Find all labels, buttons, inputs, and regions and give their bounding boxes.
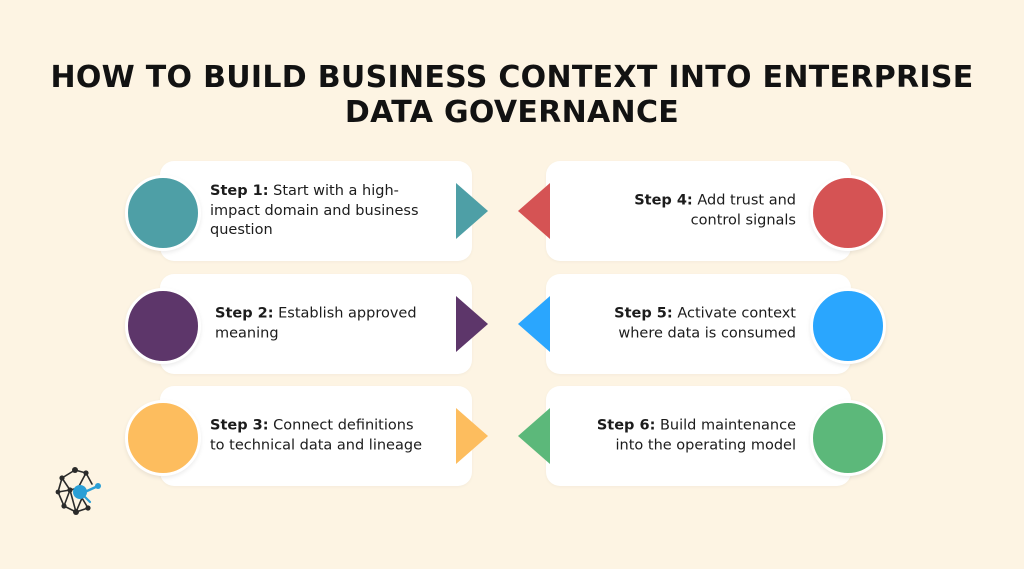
- step-card-3: Step 3: Connect definitions to technical…: [160, 386, 472, 486]
- step-2-arrow-icon: [456, 296, 488, 352]
- step-card-2: Step 2: Establish approved meaning: [160, 274, 472, 374]
- step-5-arrow-icon: [518, 296, 550, 352]
- step-1-description: Start with a high-impact domain and busi…: [210, 182, 419, 238]
- step-2-text: Step 2: Establish approved meaning: [215, 305, 430, 344]
- title-line-2: DATA GOVERNANCE: [344, 95, 680, 130]
- step-6-arrow-icon: [518, 408, 550, 464]
- page-title: HOW TO BUILD BUSINESS CONTEXT INTO ENTER…: [0, 60, 1024, 130]
- step-1-text: Step 1: Start with a high-impact domain …: [210, 182, 438, 241]
- step-card-5: Step 5: Activate context where data is c…: [546, 274, 851, 374]
- step-6-label: Step 6:: [596, 417, 656, 434]
- step-2-circle: [125, 288, 201, 364]
- step-5-circle: [810, 288, 886, 364]
- step-1-label: Step 1:: [210, 182, 269, 199]
- step-6-description: Build maintenance into the operating mod…: [615, 417, 797, 454]
- step-6-text: Step 6: Build maintenance into the opera…: [581, 417, 796, 456]
- step-card-1: Step 1: Start with a high-impact domain …: [160, 161, 472, 261]
- step-3-circle: [125, 400, 201, 476]
- step-1-circle: [125, 175, 201, 251]
- step-2-description: Establish approved meaning: [215, 305, 417, 342]
- step-card-4: Step 4: Add trust and control signals: [546, 161, 851, 261]
- step-1-arrow-icon: [456, 183, 488, 239]
- step-2-label: Step 2:: [215, 305, 274, 322]
- step-3-arrow-icon: [456, 408, 488, 464]
- step-card-6: Step 6: Build maintenance into the opera…: [546, 386, 851, 486]
- step-4-circle: [810, 175, 886, 251]
- step-6-circle: [810, 400, 886, 476]
- step-4-arrow-icon: [518, 183, 550, 239]
- step-3-description: Connect definitions to technical data an…: [210, 417, 422, 454]
- step-5-text: Step 5: Activate context where data is c…: [601, 305, 796, 344]
- step-5-label: Step 5:: [614, 305, 673, 322]
- step-4-text: Step 4: Add trust and control signals: [621, 192, 796, 231]
- step-3-label: Step 3:: [210, 417, 269, 434]
- step-5-description: Activate context where data is consumed: [618, 305, 796, 342]
- title-line-1: HOW TO BUILD BUSINESS CONTEXT INTO ENTER…: [50, 60, 974, 95]
- step-4-label: Step 4:: [634, 192, 693, 209]
- step-3-text: Step 3: Connect definitions to technical…: [210, 417, 428, 456]
- network-logo-icon: [55, 467, 101, 515]
- step-4-description: Add trust and control signals: [690, 192, 796, 229]
